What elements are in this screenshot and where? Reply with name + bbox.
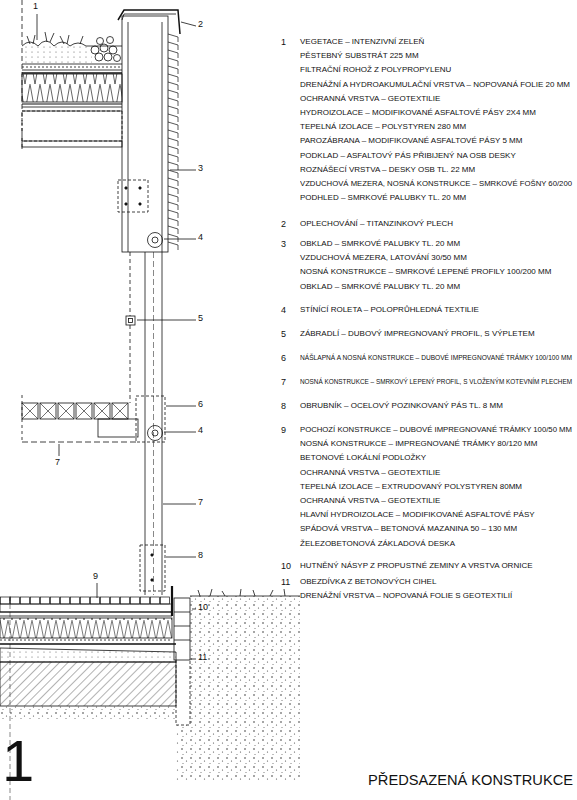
legend-text: OBEZDÍVKA Z BETONOVÝCH CIHEL [300,578,436,586]
legend-text: HYDROIZOLACE – MODIFIKOVANÉ ASFALTOVÉ PÁ… [300,109,536,117]
legend-text: POCHOZÍ KONSTRUKCE – DUBOVÉ IMPREGNOVANÉ… [300,426,572,434]
legend-number: 3 [281,240,286,249]
legend-text: NÁŠLAPNÁ A NOSNÁ KONSTRUKCE – DUBOVÉ IMP… [300,354,572,362]
legend-text: OBRUBNÍK – OCELOVÝ POZINKOVANÝ PÁS TL. 8… [300,402,503,410]
callout-number: 5 [198,314,203,323]
legend-text: STÍNÍCÍ ROLETA – POLOPRŮHLEDNÁ TEXTILIE [300,306,479,314]
legend-text: OPLECHOVÁNÍ – TITANZINKOVÝ PLECH [300,220,453,228]
legend-text: PĚSTEBNÝ SUBSTRÁT 225 MM [300,52,419,60]
legend-number: 7 [281,378,286,387]
callout-number: 4 [198,233,203,242]
callout-number: 10 [198,603,208,612]
legend-number: 4 [281,306,286,315]
legend-text: OBKLAD – SMRKOVÉ PALUBKY TL. 20 MM [300,240,460,248]
legend-number: 1 [281,38,286,47]
legend-text: TEPELNÁ IZOLACE – EXTRUDOVANÝ POLYSTYREN… [300,483,522,491]
legend-number: 8 [281,402,286,411]
legend-text: TEPELNÁ IZOLACE – POLYSTYREN 280 MM [300,123,466,131]
callout-number: 11 [198,653,207,662]
legend-number: 6 [281,354,286,363]
legend-number: 11 [281,578,290,587]
callout-number: 7 [198,498,203,507]
legend-text: HLAVNÍ HYDROIZOLACE – MODIFIKOVANÉ ASFAL… [300,511,535,519]
legend-text: PODHLED – SMRKOVÉ PALUBKY TL. 20 MM [300,194,466,202]
legend-text: OCHRANNÁ VRSTVA – GEOTEXTILIE [300,497,440,505]
callout-number: 6 [198,400,203,409]
legend-number: 9 [281,426,286,435]
legend-text: DRENÁŽNÍ VRSTVA – NOPOVANÁ FOLIE S GEOTE… [300,592,512,600]
legend-text: OCHRANNÁ VRSTVA – GEOTEXTILIE [300,469,440,477]
legend-text: NOSNÁ KONSTRUKCE – SMRKOVÉ LEPENÉ PROFIL… [300,268,551,276]
legend-number: 2 [281,220,286,229]
legend-text: OCHRANNÁ VRSTVA – GEOTEXTILIE [300,95,440,103]
legend-text: NOSNÁ KONSTRUKCE – IMPREGNOVANÉ TRÁMKY 8… [300,440,537,448]
legend-text: DRENÁŽNÍ A HYDROAKUMULAČNÍ VRSTVA – NOPO… [300,81,570,89]
legend-text: ROZNÁŠECÍ VRSTVA – DESKY OSB TL. 22 MM [300,166,475,174]
callout-number: 8 [198,551,203,560]
drawing-number: 1 [2,732,34,790]
legend-text: VZDUCHOVÁ MEZERA, LATOVÁNÍ 30/50 MM [300,254,467,262]
legend-text: PODKLAD – ASFALTOVÝ PÁS PŘIBIJENÝ NA OSB… [300,152,516,160]
callout-number: 7 [55,458,60,467]
legend-text: BETONOVÉ LOKÁLNÍ PODLOŽKY [300,454,426,462]
drawing-title: PŘEDSAZENÁ KONSTRUKCE [368,772,573,787]
legend-text: HUTNĚNÝ NÁSYP Z PROPUSTNÉ ZEMINY A VRSTV… [300,562,533,570]
legend-text: SPÁDOVÁ VRSTVA – BETONOVÁ MAZANINA 50 – … [300,525,517,533]
legend-text: ŽELEZOBETONOVÁ ZÁKLADOVÁ DESKA [300,540,455,548]
legend-number: 5 [281,330,286,339]
legend-text: ZÁBRADLÍ – DUBOVÝ IMPREGNOVANÝ PROFIL, S… [300,330,535,338]
legend-text: VZDUCHOVÁ MEZERA, NOSNÁ KONSTRUKCE – SMR… [300,180,572,188]
legend-text: FILTRAČNÍ ROHOŽ Z POLYPROPYLENU [300,66,451,74]
legend-text: NOSNÁ KONSTRUKCE – SMRKOVÝ LEPENÝ PROFIL… [300,378,572,386]
callout-number: 3 [198,164,203,173]
callout-number: 2 [198,20,203,29]
legend-text: PAROZÁBRANA – MODIFIKOVANÉ ASFALTOVÉ PÁS… [300,137,522,145]
callout-number: 9 [93,572,98,581]
legend-text: VEGETACE – INTENZIVNÍ ZELEŇ [300,38,424,46]
callout-number: 1 [33,2,38,11]
callout-number: 4 [198,426,203,435]
legend-number: 10 [281,562,291,571]
legend-text: OBKLAD – SMRKOVÉ PALUBKY TL. 20 MM [300,283,460,291]
